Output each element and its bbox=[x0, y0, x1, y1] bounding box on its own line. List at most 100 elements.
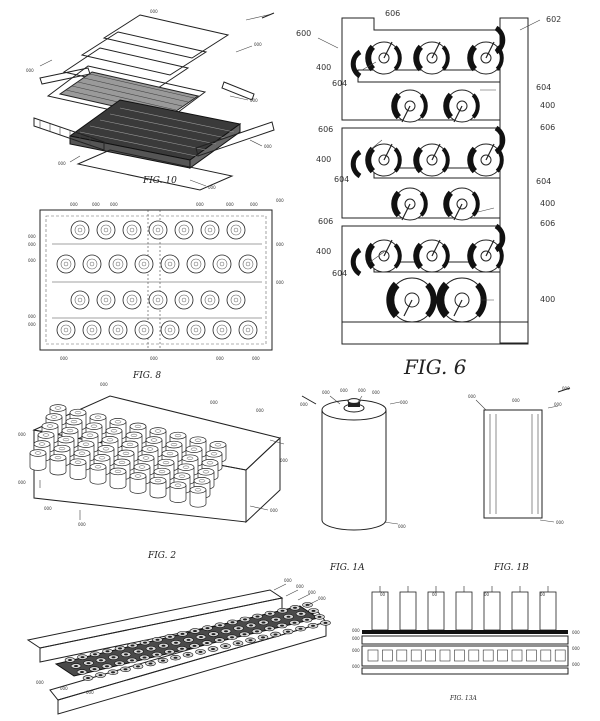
fig2-caption: FIG. 2 bbox=[147, 551, 176, 561]
fig-assembly-cell bbox=[152, 636, 163, 643]
fig8-cell bbox=[200, 220, 220, 240]
ref-400-d: 400 bbox=[540, 199, 555, 208]
fig8-cell bbox=[148, 290, 168, 310]
fig6-cell bbox=[467, 41, 504, 75]
fig6-edge-arc bbox=[494, 25, 506, 55]
fig-assembly-cell bbox=[257, 634, 269, 641]
svg-text:000: 000 bbox=[86, 690, 94, 695]
svg-text:000: 000 bbox=[398, 524, 406, 529]
fig-assembly-cell bbox=[176, 646, 188, 652]
svg-text:000: 000 bbox=[78, 522, 86, 527]
fig8-cell bbox=[226, 290, 246, 310]
fig-assembly-cell bbox=[133, 648, 144, 655]
svg-text:000: 000 bbox=[18, 480, 26, 485]
svg-text:00: 00 bbox=[432, 592, 438, 597]
fig-assembly-cell bbox=[320, 620, 331, 626]
fig8-cell bbox=[174, 290, 194, 310]
ref-400-c: 400 bbox=[316, 155, 331, 164]
fig2-cell-group bbox=[29, 404, 227, 508]
svg-text:000: 000 bbox=[318, 596, 326, 601]
fig-assembly-cell bbox=[164, 648, 175, 655]
fig13a-slot bbox=[382, 649, 393, 662]
svg-text:000: 000 bbox=[256, 408, 264, 413]
svg-text:00: 00 bbox=[380, 592, 386, 597]
fig-assembly-cell bbox=[301, 617, 313, 623]
fig13a-slot bbox=[367, 649, 379, 662]
fig6-cell bbox=[467, 239, 504, 273]
fig-assembly-cell bbox=[289, 605, 301, 611]
fig6-cell bbox=[413, 41, 450, 75]
fig-assembly-cell bbox=[214, 637, 225, 643]
svg-text:000: 000 bbox=[28, 234, 36, 239]
svg-text:000: 000 bbox=[60, 356, 68, 361]
ref-604-c: 604 bbox=[334, 175, 349, 184]
svg-text:000: 000 bbox=[308, 590, 316, 595]
fig-assembly-cell bbox=[89, 651, 101, 657]
ref-606-a: 606 bbox=[385, 9, 400, 18]
fig-assembly-cell bbox=[239, 616, 251, 623]
svg-text:000: 000 bbox=[210, 400, 218, 405]
svg-text:000: 000 bbox=[36, 680, 44, 685]
fig6-cell bbox=[413, 239, 450, 273]
fig2-cell bbox=[169, 481, 187, 503]
svg-text:000: 000 bbox=[352, 664, 360, 669]
svg-text:000: 000 bbox=[554, 402, 562, 407]
fig8-cell bbox=[212, 320, 232, 340]
svg-text:000: 000 bbox=[572, 662, 580, 667]
fig-assembly-cell bbox=[70, 663, 82, 669]
fig-assembly-cell bbox=[314, 614, 325, 620]
svg-text:00: 00 bbox=[484, 592, 490, 597]
fig8-cell bbox=[70, 290, 90, 310]
fig2-cell bbox=[109, 467, 127, 490]
fig-assembly-cell bbox=[201, 640, 213, 646]
fig8-cell bbox=[238, 254, 258, 274]
svg-text:000: 000 bbox=[352, 628, 360, 633]
fig-assembly-cell bbox=[277, 607, 288, 614]
fig1a-caption: FIG. 1A bbox=[329, 563, 365, 573]
fig8-cell bbox=[122, 290, 142, 310]
ref-400-a: 400 bbox=[316, 63, 331, 72]
fig-assembly-cell bbox=[120, 651, 132, 658]
svg-text:000: 000 bbox=[352, 648, 360, 653]
ref-604-a: 604 bbox=[332, 79, 347, 88]
fig13a-slot bbox=[425, 649, 436, 662]
svg-text:00: 00 bbox=[540, 592, 546, 597]
ref-400-f: 400 bbox=[540, 295, 555, 304]
fig-assembly-cell bbox=[189, 628, 201, 634]
svg-text:000: 000 bbox=[18, 432, 26, 437]
fig-assembly-cell bbox=[108, 654, 119, 660]
fig-assembly-cell bbox=[95, 672, 106, 678]
fig-assembly-cell bbox=[270, 616, 282, 623]
fig8-caption: FIG. 8 bbox=[132, 371, 161, 381]
fig-assembly-cell bbox=[114, 645, 126, 652]
fig6-cell bbox=[386, 277, 437, 323]
fig-assembly-cell bbox=[289, 619, 300, 626]
svg-text:000: 000 bbox=[276, 242, 284, 247]
fig8-cell bbox=[186, 254, 206, 274]
fig-assembly-cell bbox=[139, 639, 151, 646]
svg-text:000: 000 bbox=[284, 578, 292, 583]
fig-assembly-cell bbox=[145, 645, 157, 652]
svg-text:000: 000 bbox=[400, 400, 408, 405]
svg-text:000: 000 bbox=[556, 520, 564, 525]
fig13a-cell bbox=[455, 586, 473, 631]
fig8-cell bbox=[212, 254, 232, 274]
fig-assembly-cell bbox=[157, 657, 169, 664]
fig10-cell-block bbox=[68, 99, 242, 169]
ref-604-e: 604 bbox=[332, 269, 347, 278]
ref-606-b: 606 bbox=[540, 123, 555, 132]
fig8-cell bbox=[160, 254, 180, 274]
ref-600: 600 bbox=[296, 29, 311, 38]
svg-text:000: 000 bbox=[92, 202, 100, 207]
fig-assembly-cell bbox=[202, 625, 213, 631]
fig6-cell bbox=[365, 143, 402, 177]
svg-text:000: 000 bbox=[296, 584, 304, 589]
fig-assembly-cell bbox=[77, 654, 88, 660]
fig-assembly-cell bbox=[282, 628, 294, 635]
fig13a-slot bbox=[511, 649, 523, 662]
fig6-cell bbox=[391, 89, 428, 123]
fig-assembly-cell bbox=[139, 654, 150, 661]
ref-602: 602 bbox=[546, 15, 561, 24]
